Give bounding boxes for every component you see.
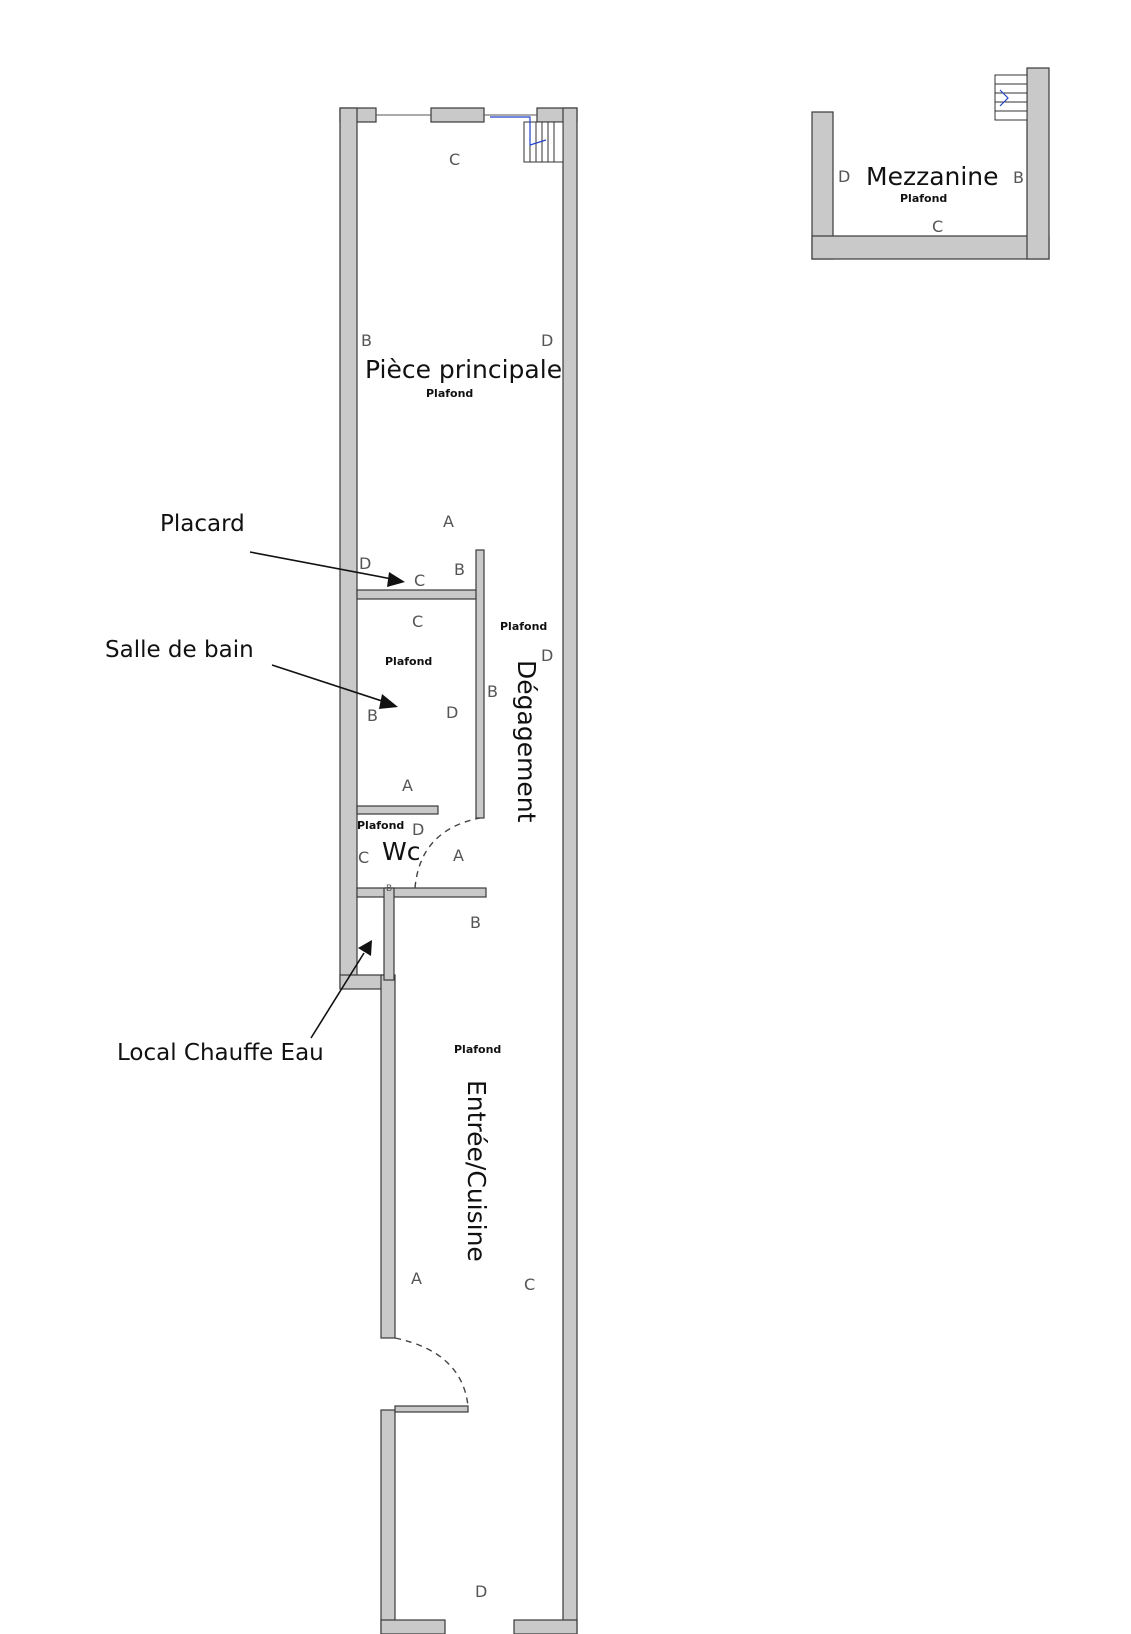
left-wall-lower-2 <box>380 1409 396 1634</box>
wall-letter: D <box>541 331 553 350</box>
wall-letter: D <box>412 820 424 839</box>
stairs-main <box>490 116 564 163</box>
placard-arrowhead <box>387 572 405 587</box>
wall-letter: C <box>524 1275 535 1294</box>
ceiling-label-degagement: Plafond <box>500 620 547 633</box>
callouts: Placard Salle de bain Local Chauffe Eau <box>105 511 405 1066</box>
wall-letter: B <box>1013 168 1024 187</box>
wall-letter: B <box>367 706 378 725</box>
left-wall-upper <box>339 107 358 989</box>
sdb-right-partition <box>475 549 485 819</box>
salle-de-bain-arrow <box>271 664 386 703</box>
wall-letter: A <box>411 1269 422 1288</box>
left-wall-lower-1 <box>380 974 396 1339</box>
wall-letter: A <box>453 846 464 865</box>
sdb-bottom-wall <box>356 805 439 815</box>
bottom-wall-right <box>513 1619 578 1634</box>
room-wc: Wc <box>382 837 420 866</box>
wall-letter: C <box>932 217 943 236</box>
callout-placard: Placard <box>160 511 245 537</box>
wall-letter: B <box>487 682 498 701</box>
ceiling-label-entree: Plafond <box>454 1043 501 1056</box>
top-wall-mid <box>430 107 485 123</box>
ceiling-label-wc: Plafond <box>357 819 404 832</box>
wall-letter: C <box>414 571 425 590</box>
room-entree-cuisine: Entrée/Cuisine <box>462 1080 491 1262</box>
wall-letter: D <box>446 703 458 722</box>
wall-letter: B <box>361 331 372 350</box>
ceiling-label-mezzanine: Plafond <box>900 192 947 205</box>
mezzanine-walls <box>811 67 1050 260</box>
wc-door-swing <box>414 817 481 889</box>
wall-letter: C <box>412 612 423 631</box>
ceiling-label-salle-de-bain: Plafond <box>385 655 432 668</box>
wall-letter: D <box>541 646 553 665</box>
room-mezzanine: Mezzanine <box>866 162 999 191</box>
wall-letter: A <box>402 776 413 795</box>
room-degagement: Dégagement <box>512 660 541 823</box>
chauffe-eau-arrowhead <box>358 940 372 956</box>
placard-arrow <box>249 551 393 580</box>
wall-letter: D <box>359 554 371 573</box>
wall-letter: C <box>449 150 460 169</box>
wall-letter: D <box>475 1582 487 1601</box>
doors <box>394 817 481 1407</box>
wall-letter: B <box>386 884 392 894</box>
salle-de-bain-arrowhead <box>379 694 398 709</box>
wc-bottom-wall <box>356 887 487 898</box>
bottom-wall-left <box>380 1619 446 1634</box>
chauffe-eau-arrow <box>310 952 365 1039</box>
chauffe-eau-partition <box>383 887 395 981</box>
walls <box>339 107 578 1634</box>
ceiling-label-piece-principale: Plafond <box>426 387 473 400</box>
right-wall <box>562 107 578 1634</box>
wall-letter: C <box>358 848 369 867</box>
entry-door-swing <box>394 1337 469 1407</box>
placard-wall <box>356 589 478 600</box>
callout-salle-de-bain: Salle de bain <box>105 637 254 663</box>
room-piece-principale: Pièce principale <box>365 355 562 384</box>
wall-letter: A <box>443 512 454 531</box>
wall-letter: D <box>838 167 850 186</box>
callout-local-chauffe-eau: Local Chauffe Eau <box>117 1040 324 1066</box>
entry-door-jamb <box>394 1405 469 1413</box>
wall-letters: C B D A D B C D C B C B D A D B B D C A … <box>358 150 1024 1601</box>
wall-letter: B <box>470 913 481 932</box>
wall-letter: B <box>454 560 465 579</box>
